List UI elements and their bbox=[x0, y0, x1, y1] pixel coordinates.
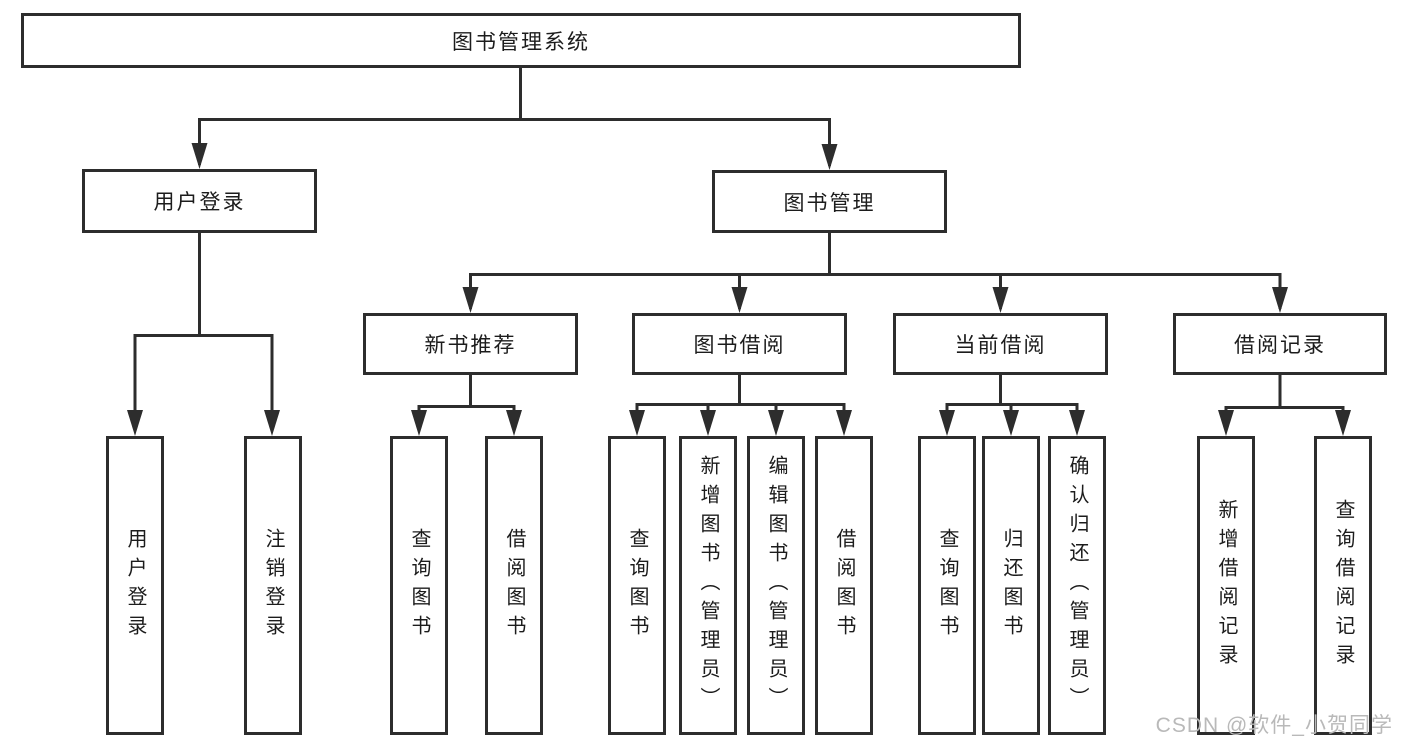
leaf-user-login-label: 用户登录 bbox=[124, 527, 146, 644]
node-book-borrow: 图书借阅 bbox=[632, 313, 847, 375]
leaf-current-query-books: 查询图书 bbox=[918, 436, 976, 735]
leaf-recommend-query-books: 查询图书 bbox=[390, 436, 448, 735]
leaf-current-confirm-return-admin-label: 确认归还（管理员） bbox=[1066, 455, 1088, 716]
node-borrow-records-label: 借阅记录 bbox=[1234, 334, 1326, 357]
connector-current-to-children bbox=[939, 375, 1085, 436]
connector-borrow-to-children bbox=[629, 375, 852, 436]
node-root-label: 图书管理系统 bbox=[452, 30, 590, 54]
leaf-records-query-record-label: 查询借阅记录 bbox=[1332, 498, 1354, 673]
csdn-watermark: CSDN @软件_小贺同学 bbox=[1155, 714, 1393, 737]
leaf-recommend-borrow-books: 借阅图书 bbox=[485, 436, 543, 735]
node-current-borrow: 当前借阅 bbox=[893, 313, 1108, 375]
node-user-login-label: 用户登录 bbox=[153, 191, 246, 214]
node-borrow-records: 借阅记录 bbox=[1173, 313, 1387, 375]
leaf-logout-label: 注销登录 bbox=[262, 527, 284, 644]
node-current-borrow-label: 当前借阅 bbox=[954, 334, 1047, 357]
leaf-borrow-query-books-label: 查询图书 bbox=[626, 527, 648, 644]
node-new-book-recommend: 新书推荐 bbox=[363, 313, 578, 375]
leaf-recommend-query-books-label: 查询图书 bbox=[408, 527, 430, 644]
leaf-borrow-add-books-admin: 新增图书（管理员） bbox=[679, 436, 737, 735]
connector-root-to-level2 bbox=[191, 68, 838, 170]
leaf-records-add-record-label: 新增借阅记录 bbox=[1215, 498, 1237, 673]
leaf-current-query-books-label: 查询图书 bbox=[936, 527, 958, 644]
leaf-current-return-books: 归还图书 bbox=[982, 436, 1040, 735]
connector-bookmgmt-to-level3 bbox=[462, 233, 1288, 313]
leaf-recommend-borrow-books-label: 借阅图书 bbox=[503, 527, 525, 644]
leaf-user-login: 用户登录 bbox=[106, 436, 164, 735]
node-book-management-label: 图书管理 bbox=[783, 191, 876, 215]
leaf-borrow-edit-books-admin: 编辑图书（管理员） bbox=[747, 436, 805, 735]
leaf-records-query-record: 查询借阅记录 bbox=[1314, 436, 1372, 735]
leaf-borrow-borrow-books-label: 借阅图书 bbox=[833, 527, 855, 644]
node-book-borrow-label: 图书借阅 bbox=[693, 334, 786, 357]
node-user-login: 用户登录 bbox=[82, 169, 317, 233]
leaf-borrow-query-books: 查询图书 bbox=[608, 436, 666, 735]
leaf-borrow-borrow-books: 借阅图书 bbox=[815, 436, 873, 735]
leaf-current-return-books-label: 归还图书 bbox=[1000, 527, 1022, 644]
connector-userlogin-to-children bbox=[127, 233, 280, 436]
node-root: 图书管理系统 bbox=[21, 13, 1021, 68]
leaf-borrow-add-books-admin-label: 新增图书（管理员） bbox=[697, 455, 719, 716]
connector-records-to-children bbox=[1218, 375, 1351, 436]
leaf-logout: 注销登录 bbox=[244, 436, 302, 735]
node-book-management: 图书管理 bbox=[712, 170, 947, 233]
node-new-book-recommend-label: 新书推荐 bbox=[424, 334, 517, 357]
leaf-borrow-edit-books-admin-label: 编辑图书（管理员） bbox=[765, 455, 787, 716]
connector-recommend-to-children bbox=[411, 375, 522, 436]
leaf-records-add-record: 新增借阅记录 bbox=[1197, 436, 1255, 735]
leaf-current-confirm-return-admin: 确认归还（管理员） bbox=[1048, 436, 1106, 735]
